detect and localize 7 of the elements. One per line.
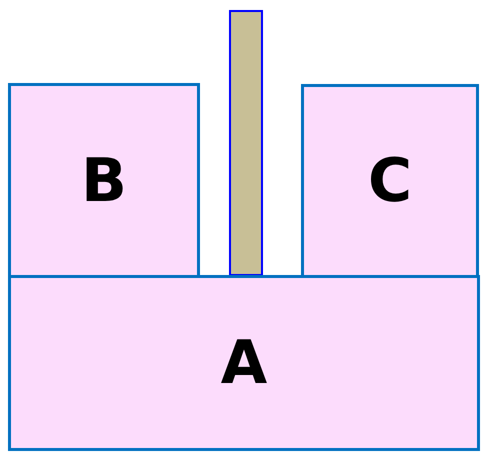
block <box>8 275 480 451</box>
block-label: A <box>220 333 268 393</box>
bar <box>229 10 263 276</box>
block <box>301 84 479 278</box>
block <box>8 83 200 278</box>
block-label: B <box>81 150 127 210</box>
block-label: C <box>368 151 412 211</box>
